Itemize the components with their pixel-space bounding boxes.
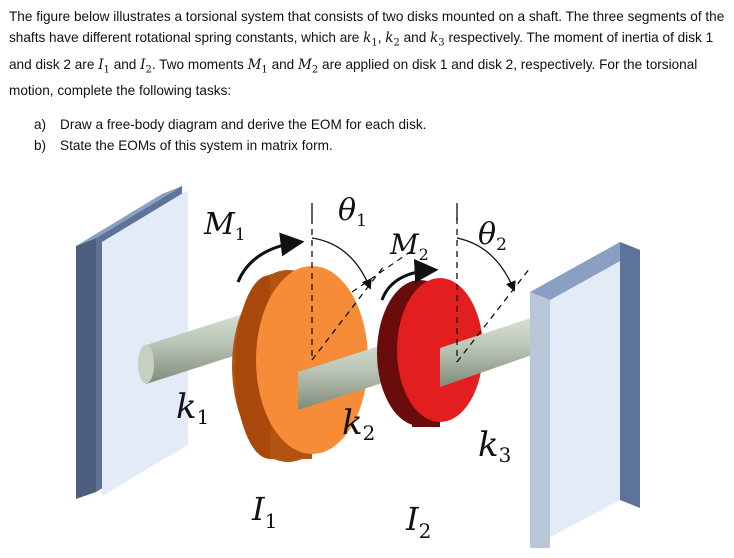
left-wall	[76, 186, 188, 499]
theta2-indicator	[456, 203, 531, 363]
shaft-axis-line	[351, 251, 411, 293]
k3-symbol: k3	[430, 30, 445, 49]
task-item: b)State the EOMs of this system in matri…	[34, 138, 333, 153]
problem-statement: The figure below illustrates a torsional…	[9, 9, 725, 99]
task-list: a)Draw a free-body diagram and derive th…	[34, 114, 426, 156]
label-k2: k2	[342, 403, 375, 445]
label-I1: I1	[251, 490, 277, 533]
right-wall	[530, 242, 640, 548]
M2-symbol: M2	[298, 56, 319, 76]
label-M1: M1	[203, 207, 246, 245]
label-M2: M2	[389, 228, 429, 264]
shaft-segment-3	[440, 311, 552, 387]
label-k1: k1	[176, 387, 209, 429]
label-k3: k3	[478, 425, 511, 467]
moment-M1-arrow	[236, 232, 305, 283]
label-I2: I2	[405, 500, 431, 543]
theta1-indicator	[311, 203, 385, 361]
label-theta2: θ2	[478, 217, 507, 255]
moment-M2-arrow	[380, 258, 439, 301]
task-item: a)Draw a free-body diagram and derive th…	[34, 117, 427, 132]
k2-symbol: k2	[385, 30, 400, 49]
I2-symbol: I2	[140, 56, 152, 76]
label-theta1: θ1	[338, 193, 367, 231]
k1-symbol: k1	[363, 30, 378, 49]
M1-symbol: M1	[247, 56, 268, 76]
I1-symbol: I1	[98, 56, 110, 76]
shaft-end-left	[138, 344, 154, 384]
